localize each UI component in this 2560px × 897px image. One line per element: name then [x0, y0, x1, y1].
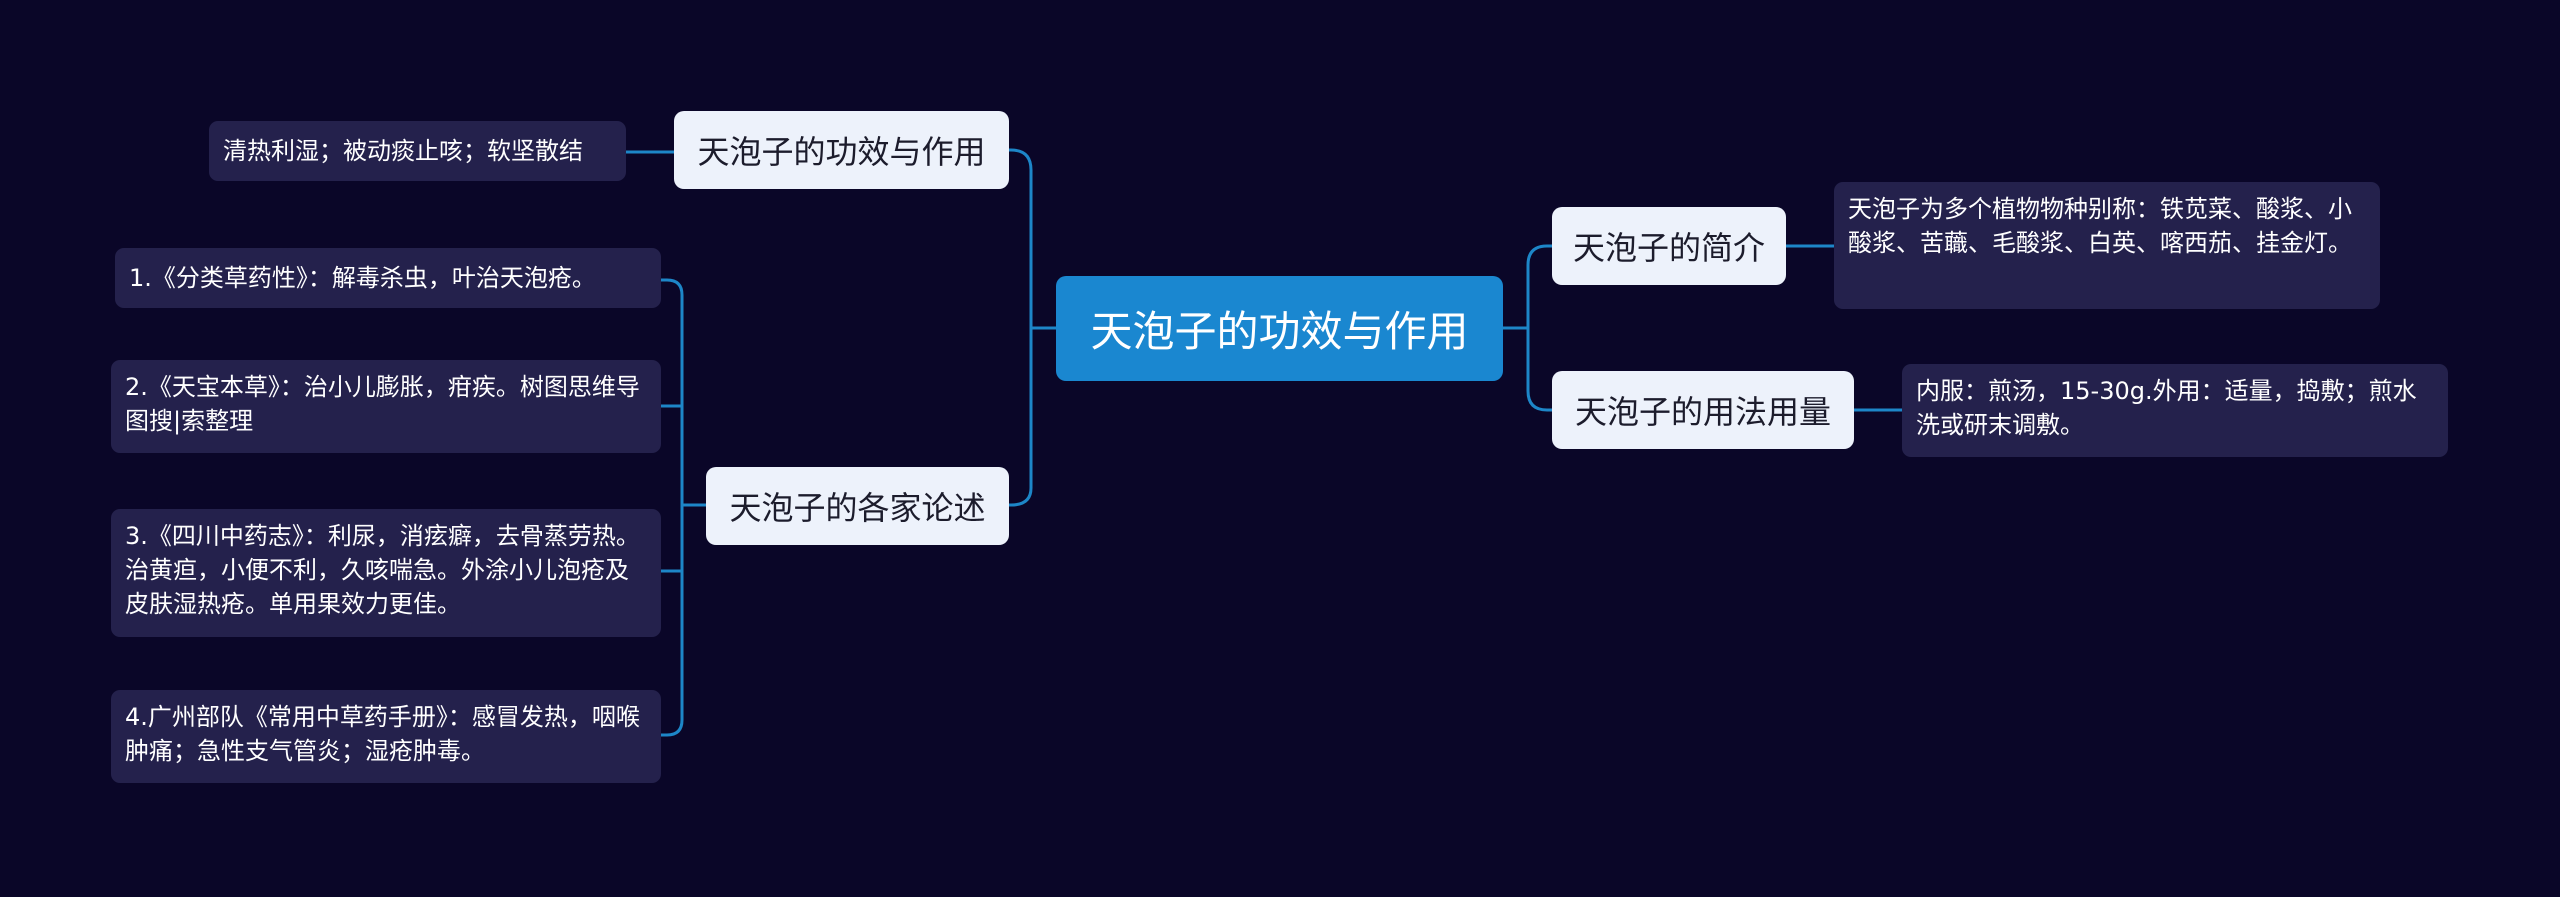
leaf-lunshu-1[interactable]: 1.《分类草药性》：解毒杀虫，叶治天泡疮。: [115, 248, 661, 308]
branch-yongfa[interactable]: 天泡子的用法用量: [1552, 371, 1854, 449]
branch-jianjie[interactable]: 天泡子的简介: [1552, 207, 1786, 285]
connector-root-right: [1501, 244, 1554, 412]
leaf-yongfa[interactable]: 内服：煎汤，15-30g.外用：适量，捣敷；煎水洗或研末调敷。: [1902, 364, 2448, 457]
branch-gongxiao[interactable]: 天泡子的功效与作用: [674, 111, 1009, 189]
root-topic[interactable]: 天泡子的功效与作用: [1056, 276, 1503, 381]
leaf-lunshu-2[interactable]: 2.《天宝本草》：治小儿膨胀，疳疾。树图思维导图搜|索整理: [111, 360, 661, 453]
leaf-lunshu-3[interactable]: 3.《四川中药志》：利尿，消痃癖，去骨蒸劳热。治黄疸，小便不利，久咳喘急。外涂小…: [111, 509, 661, 637]
leaf-lunshu-4[interactable]: 4.广州部队《常用中草药手册》：感冒发热，咽喉肿痛；急性支气管炎；湿疮肿毒。: [111, 690, 661, 783]
connector-root-left: [1007, 148, 1058, 507]
leaf-gongxiao[interactable]: 清热利湿；被动痰止咳；软坚散结: [209, 121, 626, 181]
branch-lunshu[interactable]: 天泡子的各家论述: [706, 467, 1009, 545]
connector-lunshu-leaves: [659, 278, 708, 737]
leaf-jianjie[interactable]: 天泡子为多个植物物种别称：铁苋菜、酸浆、小酸浆、苦蘵、毛酸浆、白英、喀西茄、挂金…: [1834, 182, 2380, 309]
